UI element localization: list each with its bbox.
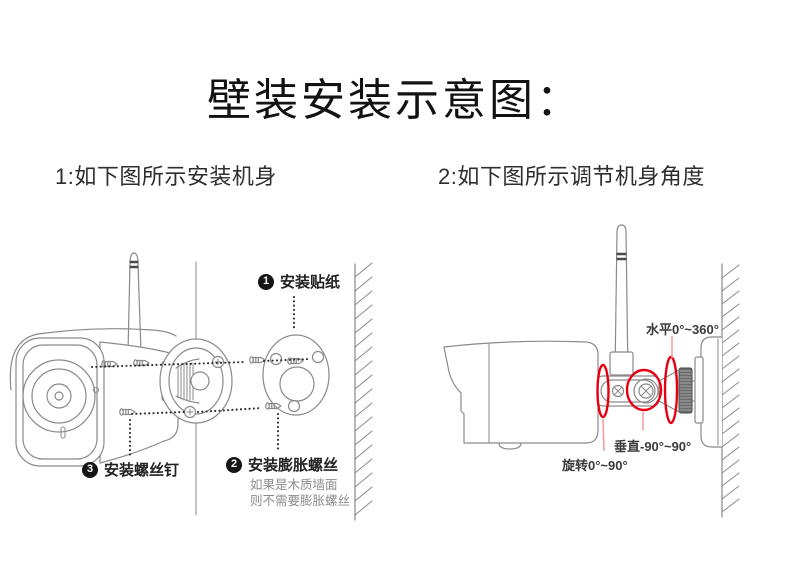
camera-illustration: [443, 340, 599, 450]
wall-hatching: [354, 262, 373, 521]
badge-3-icon: 3: [82, 461, 98, 478]
label-text: 安装贴纸: [280, 274, 341, 291]
step2-diagram: [443, 224, 740, 518]
vertical-axis-circle: [625, 368, 663, 412]
label-vertical-angle: 垂直-90°~90°: [614, 439, 692, 454]
badge-2-icon: 2: [226, 456, 242, 473]
badge-1-icon: 1: [258, 273, 274, 290]
step1-diagram: [9, 252, 373, 521]
label-install-screws: 3 安装螺丝钉: [82, 459, 179, 480]
label-install-sticker: 1 安装贴纸: [258, 271, 340, 292]
camera-illustration: [9, 252, 179, 467]
label-text: 安装螺丝钉: [104, 462, 180, 479]
antenna: [127, 252, 142, 353]
leader-lines: [602, 336, 673, 452]
antenna: [609, 224, 634, 376]
status-led: [93, 387, 99, 393]
page-title: 壁装安装示意图：: [207, 76, 583, 125]
wall-hatching: [721, 263, 740, 518]
lens: [22, 359, 96, 433]
red-axis-highlights: [596, 355, 679, 425]
rotation-axis-circle: [596, 363, 610, 419]
note-line-1: 如果是木质墙面: [250, 478, 338, 492]
locking-knob-icon: [678, 367, 693, 414]
step2-heading: 2:如下图所示调节机身角度: [438, 164, 705, 189]
label-text: 安装膨胀螺丝: [248, 457, 339, 474]
dotted-alignment-lines: [90, 295, 312, 457]
expansion-screw-note: 如果是木质墙面 则不需要膨胀螺丝: [250, 477, 350, 509]
label-install-expansion-screws: 2 安装膨胀螺丝: [226, 454, 338, 475]
horizontal-axis-circle: [663, 355, 679, 425]
label-rotation-angle: 旋转0°~90°: [562, 458, 628, 473]
step1-heading: 1:如下图所示安装机身: [55, 164, 277, 189]
mounting-sticker-illustration: [262, 334, 330, 416]
mount-bracket-illustration: [159, 338, 233, 424]
label-horizontal-angle: 水平0°~360°: [646, 322, 719, 337]
note-line-2: 则不需要膨胀螺丝: [250, 494, 351, 508]
mic-slot: [60, 426, 66, 439]
wall-base-illustration: [691, 336, 722, 448]
